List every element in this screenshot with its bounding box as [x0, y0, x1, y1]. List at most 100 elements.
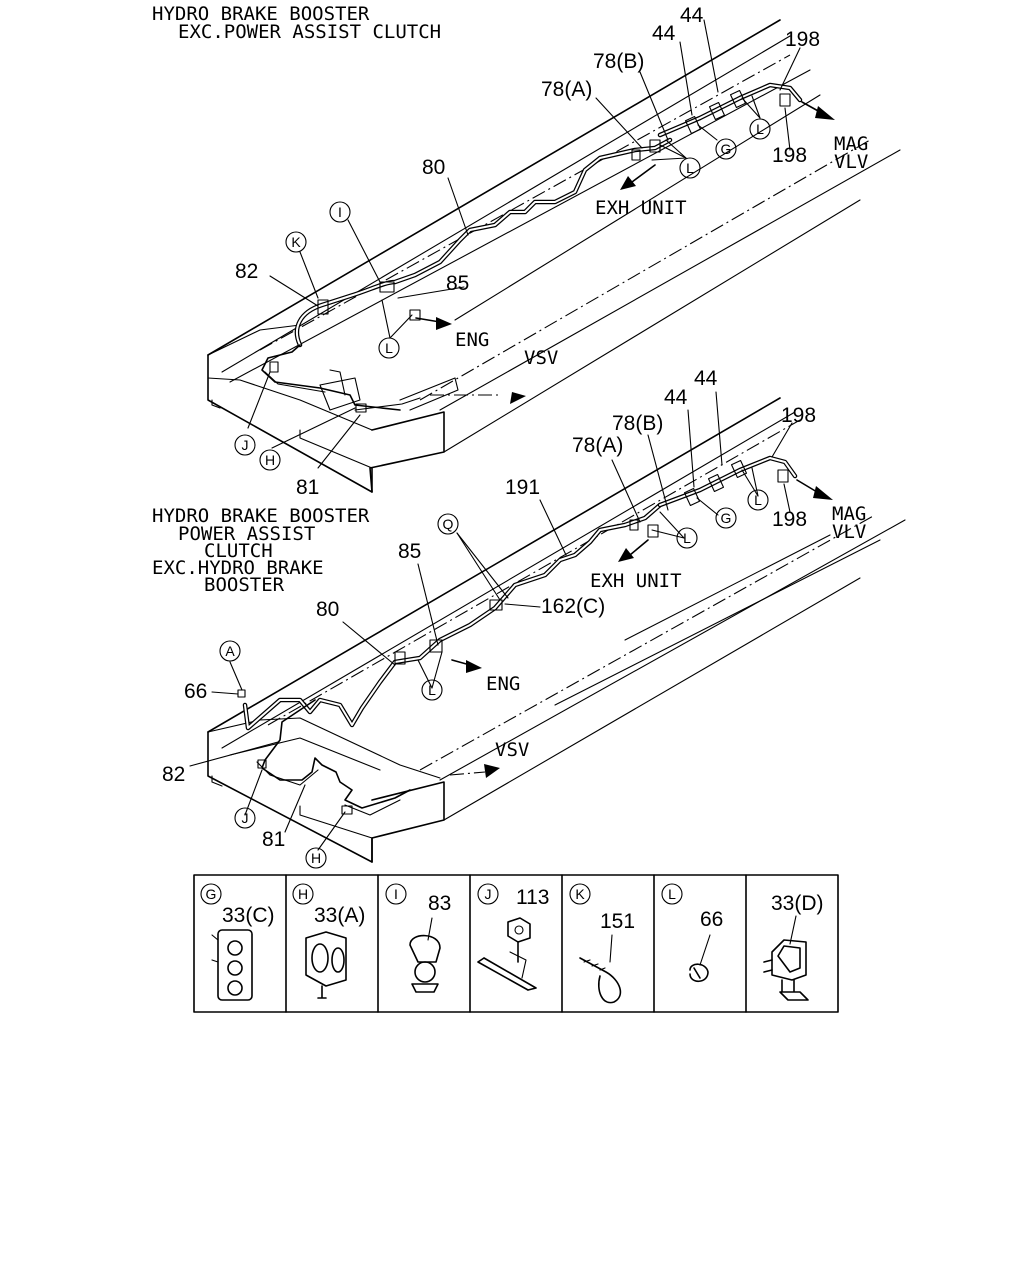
lower-heading-line1: HYDRO BRAKE BOOSTER	[152, 505, 370, 527]
svg-text:Q: Q	[443, 516, 454, 532]
lower-pipe-81-82	[256, 699, 411, 816]
svg-text:J: J	[485, 886, 492, 902]
lower-pipe-rear	[657, 455, 798, 508]
upper-clamps	[269, 89, 791, 413]
upper-exh-arrow	[620, 176, 636, 190]
upper-clip-ref-l2: L	[679, 157, 701, 179]
lower-part-85: 85	[398, 540, 421, 563]
lower-part-80: 80	[316, 598, 339, 621]
svg-text:H: H	[311, 850, 321, 866]
svg-text:L: L	[756, 121, 764, 137]
upper-pipe-rear	[657, 82, 803, 138]
svg-text:K: K	[291, 234, 301, 250]
lower-heading-line5: BOOSTER	[204, 574, 285, 596]
lower-heading-line2: POWER ASSIST	[178, 523, 315, 545]
upper-part-44a: 44	[680, 4, 704, 27]
upper-part-81: 81	[296, 476, 319, 499]
lower-part-198b: 198	[772, 508, 807, 531]
upper-part-82: 82	[235, 260, 258, 283]
lower-exh-arrow	[618, 548, 634, 562]
legend-cell-h: H 33(A)	[292, 883, 365, 999]
upper-pipe-81-82	[261, 344, 421, 411]
legend-cell-g: G 33(C)	[200, 883, 275, 1001]
upper-clip-ref-k: K	[285, 231, 307, 253]
nut-113-icon	[477, 917, 537, 991]
lower-clip-ref-g: G	[715, 507, 737, 529]
legend-part-113: 113	[516, 886, 549, 909]
lower-part-162c: 162(C)	[541, 595, 605, 618]
svg-text:J: J	[242, 810, 249, 826]
upper-clip-ref-j: J	[234, 434, 256, 456]
legend-cell-j: J 113	[477, 883, 549, 991]
svg-text:K: K	[575, 886, 585, 902]
cable-tie-151-icon	[579, 934, 622, 1004]
upper-dest-mag: MAG	[834, 133, 868, 155]
legend-part-33d: 33(D)	[771, 892, 824, 915]
legend-ref-j: J	[477, 883, 499, 905]
upper-leaders	[247, 19, 801, 469]
lower-clamps	[237, 459, 789, 815]
lower-part-78b: 78(B)	[612, 412, 663, 435]
lower-part-44a: 44	[694, 367, 718, 390]
lower-clip-ref-j: J	[234, 807, 256, 829]
legend-ref-l: L	[661, 883, 683, 905]
svg-text:G: G	[721, 141, 732, 157]
lower-part-78a: 78(A)	[572, 434, 623, 457]
legend-ref-g: G	[200, 883, 222, 905]
svg-text:G: G	[721, 510, 732, 526]
lower-clip-ref-q: Q	[437, 513, 459, 535]
lower-exh-line	[629, 539, 649, 556]
svg-text:L: L	[683, 530, 691, 546]
svg-text:L: L	[686, 160, 694, 176]
clip-33a-icon	[305, 931, 347, 999]
clip-33d-icon	[763, 915, 809, 1001]
legend-cell-l: L 66	[661, 883, 723, 983]
legend-cell-i: I 83	[385, 883, 451, 993]
upper-part-78a: 78(A)	[541, 78, 592, 101]
legend-ref-i: I	[385, 883, 407, 905]
svg-text:L: L	[385, 340, 393, 356]
lower-diagram: HYDRO BRAKE BOOSTER POWER ASSIST CLUTCH …	[152, 367, 906, 869]
lower-mag-line	[796, 479, 818, 493]
lower-part-44b: 44	[664, 386, 688, 409]
upper-clip-ref-l1: L	[749, 118, 771, 140]
lower-part-82: 82	[162, 763, 185, 786]
svg-text:I: I	[338, 204, 342, 220]
lower-part-191: 191	[505, 476, 540, 499]
legend-ref-k: K	[569, 883, 591, 905]
upper-dest-exh-unit: EXH UNIT	[595, 197, 687, 219]
upper-part-198b: 198	[772, 144, 807, 167]
lower-dest-mag: MAG	[832, 503, 866, 525]
legend-part-151: 151	[600, 910, 635, 933]
lower-clip-ref-l2: L	[676, 527, 698, 549]
upper-exh-line	[631, 164, 656, 183]
lower-part-81: 81	[262, 828, 285, 851]
clip-33c-icon	[211, 929, 253, 1001]
legend-part-33a: 33(A)	[314, 904, 365, 927]
lower-frame	[207, 397, 906, 863]
lower-eng-arrow	[466, 660, 482, 673]
svg-text:J: J	[242, 437, 249, 453]
lower-part-66: 66	[184, 680, 207, 703]
lower-dest-vlv: VLV	[832, 521, 866, 543]
upper-part-85: 85	[446, 272, 469, 295]
upper-pipe-80	[294, 137, 673, 348]
upper-heading-line1: HYDRO BRAKE BOOSTER	[152, 3, 370, 25]
legend-part-66: 66	[700, 908, 723, 931]
svg-text:L: L	[668, 886, 676, 902]
upper-eng-arrow	[436, 317, 452, 330]
clip-66-icon	[689, 934, 711, 983]
upper-frame	[207, 19, 901, 493]
lower-mag-arrow	[813, 486, 833, 500]
upper-vsv-arrow	[510, 392, 526, 404]
legend-ref-h: H	[292, 883, 314, 905]
legend-part-33c: 33(C)	[222, 904, 275, 927]
upper-part-80: 80	[422, 156, 445, 179]
legend-cell-k: K 151	[569, 883, 635, 1004]
lower-heading-line4: EXC.HYDRO BRAKE	[152, 557, 324, 579]
svg-text:G: G	[206, 886, 217, 902]
svg-text:H: H	[298, 886, 308, 902]
lower-clip-ref-l1: L	[747, 489, 769, 511]
svg-text:L: L	[754, 492, 762, 508]
